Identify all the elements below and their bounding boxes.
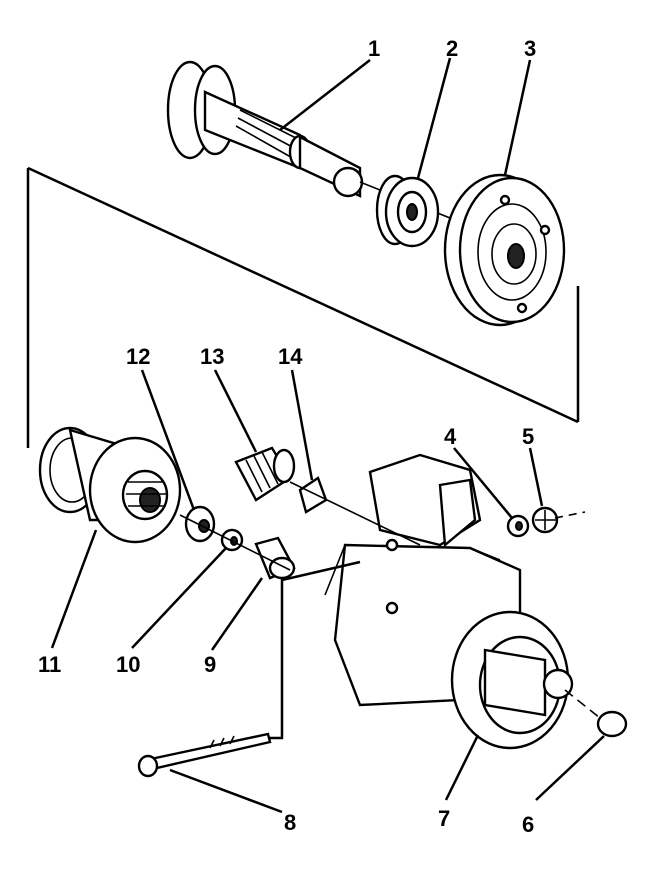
cap-axis-line	[564, 689, 601, 719]
part-13-plunger	[234, 446, 296, 502]
callout-9: 9	[204, 652, 216, 677]
part-7-housing	[324, 453, 574, 750]
callout-3: 3	[524, 36, 536, 61]
part-14-boot	[298, 476, 328, 514]
callout-4: 4	[444, 424, 457, 449]
callout-10: 10	[116, 652, 140, 677]
part-4-nut	[506, 514, 530, 538]
callout-7: 7	[438, 806, 450, 831]
pinion-axis-line	[179, 514, 291, 571]
part-8-through-bolt	[137, 732, 272, 778]
part-12-retainer	[184, 505, 216, 543]
part-3-end-plate	[443, 173, 566, 327]
part-10-ring	[220, 528, 244, 552]
stud-axis-line	[554, 511, 586, 519]
part-5-washer	[531, 506, 559, 534]
bolt-axis-line	[268, 560, 361, 740]
callout-8: 8	[284, 810, 296, 835]
callout-11: 11	[38, 652, 61, 677]
assembly-outline	[26, 166, 580, 448]
callout-2: 2	[446, 36, 458, 61]
callout-1: 1	[368, 36, 380, 61]
callout-6: 6	[522, 812, 534, 837]
part-2-bearing	[375, 174, 440, 248]
callout-5: 5	[522, 424, 534, 449]
plunger-axis-line	[289, 481, 421, 546]
leader-lines	[50, 57, 605, 814]
part-11-drive-pinion	[38, 426, 182, 544]
callout-12: 12	[126, 344, 150, 369]
callout-14: 14	[278, 344, 303, 369]
callout-13: 13	[200, 344, 224, 369]
part-6-cap	[596, 710, 628, 738]
part-9-sleeve	[254, 536, 296, 580]
